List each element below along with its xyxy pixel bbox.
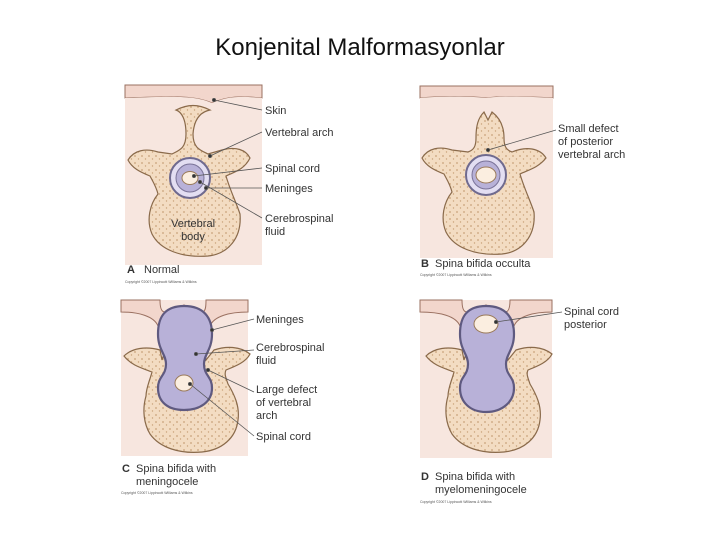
label-csf-line2: fluid [265,226,285,238]
label-defect-line2: of posterior [558,136,613,148]
panel-c-copyright: Copyright ©2007 Lippincott Williams & Wi… [121,491,193,495]
panel-c-caption-line2: meningocele [136,476,198,488]
skin-layer [419,85,554,99]
panel-d-letter: D [421,471,429,483]
spinal-cord [475,166,497,184]
label-defect-line2: of vertebral [256,397,311,409]
label-skin: Skin [265,105,286,117]
label-csf-line1: Cerebrospinal [265,213,333,225]
label-cord-line1: Spinal cord [564,306,619,318]
label-defect-line1: Large defect [256,384,317,396]
panel-b-occulta: Small defect of posterior vertebral arch… [419,85,625,277]
label-vertebral-body-line1: Vertebral [171,218,215,230]
panel-d-caption-line2: myelomeningocele [435,484,527,496]
meningeal-sac [458,304,516,414]
label-spinal-cord: Spinal cord [256,431,311,443]
spinal-cord [174,374,194,392]
panel-c-letter: C [122,463,130,475]
label-cord-line2: posterior [564,319,607,331]
panel-b-caption: Spina bifida occulta [435,258,531,270]
label-defect-line3: arch [256,410,277,422]
label-meninges: Meninges [265,183,313,195]
panel-a-letter: A [127,264,135,276]
label-meninges: Meninges [256,314,304,326]
label-vertebral-arch: Vertebral arch [265,127,333,139]
meningeal-sac [156,304,214,412]
panel-a-copyright: Copyright ©2007 Lippincott Williams & Wi… [125,280,197,284]
panel-a-normal: Skin Vertebral arch Spinal cord Meninges… [124,84,333,284]
panel-b-letter: B [421,258,429,270]
panel-b-copyright: Copyright ©2007 Lippincott Williams & Wi… [420,273,492,277]
panel-a-caption: Normal [144,264,179,276]
label-spinal-cord: Spinal cord [265,163,320,175]
panel-d-myelomeningocele: Spinal cord posterior D Spina bifida wit… [419,299,619,504]
panel-d-copyright: Copyright ©2007 Lippincott Williams & Wi… [420,500,492,504]
panel-c-meningocele: Meninges Cerebrospinal fluid Large defec… [120,299,324,495]
panel-d-caption-line1: Spina bifida with [435,471,515,483]
slide-title: Konjenital Malformasyonlar [215,34,505,61]
label-defect-line3: vertebral arch [558,149,625,161]
panel-c-caption-line1: Spina bifida with [136,463,216,475]
spinal-cord [181,171,199,185]
label-defect-line1: Small defect [558,123,619,135]
label-csf-line1: Cerebrospinal [256,342,324,354]
label-csf-line2: fluid [256,355,276,367]
displaced-spinal-cord [473,314,499,334]
label-vertebral-body-line2: body [181,231,205,243]
